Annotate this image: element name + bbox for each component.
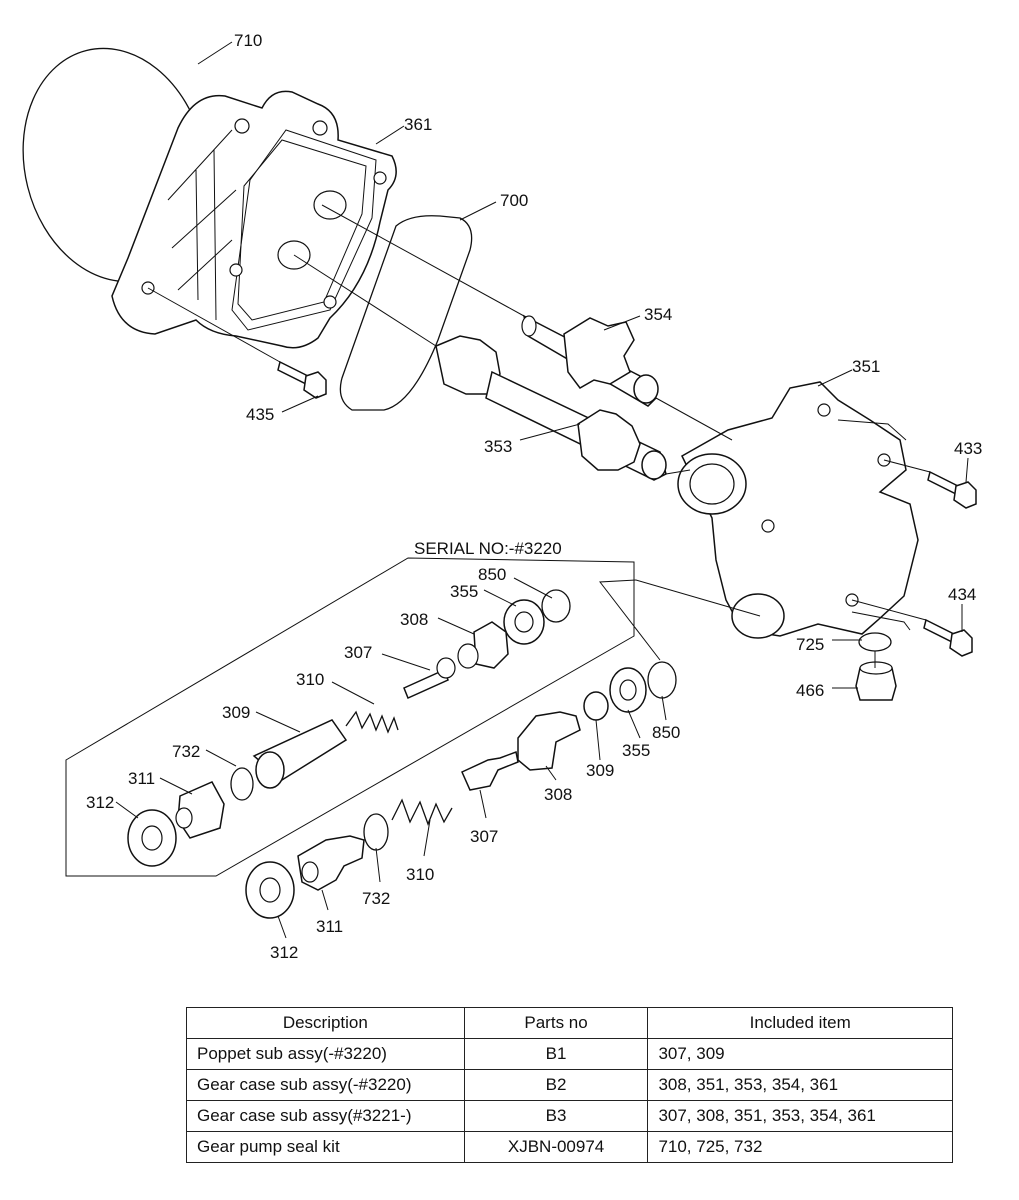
callout-leaders bbox=[115, 41, 969, 939]
part-435-bolt bbox=[277, 360, 327, 399]
callout-310-upper: 310 bbox=[296, 670, 324, 689]
callout-311-upper: 311 bbox=[128, 769, 155, 788]
poppet-group-upper bbox=[127, 589, 571, 867]
serial-label: SERIAL NO:-#3220 bbox=[414, 539, 562, 558]
callout-310-lower: 310 bbox=[406, 865, 434, 884]
callout-311-lower: 311 bbox=[316, 917, 343, 936]
cell-description: Poppet sub assy(-#3220) bbox=[186, 1038, 465, 1070]
callout-700: 700 bbox=[500, 191, 528, 210]
part-354-gear-shaft bbox=[521, 314, 659, 407]
center-lines bbox=[147, 204, 931, 668]
part-700-seal bbox=[339, 215, 473, 411]
cell-parts-no: XJBN-00974 bbox=[463, 1131, 649, 1163]
callout-308-lower: 308 bbox=[544, 785, 572, 804]
header-included-item: Included item bbox=[647, 1007, 953, 1039]
cell-included: 308, 351, 353, 354, 361 bbox=[647, 1069, 953, 1101]
callout-732-upper: 732 bbox=[172, 742, 200, 761]
header-parts-no: Parts no bbox=[463, 1007, 649, 1039]
table-row: Gear pump seal kit XJBN-00974 710, 725, … bbox=[186, 1131, 953, 1163]
cell-parts-no: B3 bbox=[463, 1100, 649, 1132]
callout-433: 433 bbox=[954, 439, 982, 458]
exploded-parts-diagram: 710 361 700 354 351 435 353 433 434 725 … bbox=[22, 31, 982, 962]
callout-725: 725 bbox=[796, 635, 824, 654]
callout-351: 351 bbox=[852, 357, 880, 376]
callout-355-lower: 355 bbox=[622, 741, 650, 760]
part-351-gear-case bbox=[677, 381, 919, 639]
cell-parts-no: B2 bbox=[463, 1069, 649, 1101]
cell-included: 307, 309 bbox=[647, 1038, 953, 1070]
callout-732-lower: 732 bbox=[362, 889, 390, 908]
cell-description: Gear case sub assy(-#3220) bbox=[186, 1069, 465, 1101]
callout-312-lower: 312 bbox=[270, 943, 298, 962]
part-466-plug bbox=[855, 661, 897, 701]
header-description: Description bbox=[186, 1007, 465, 1039]
callout-308-upper: 308 bbox=[400, 610, 428, 629]
cell-description: Gear case sub assy(#3221-) bbox=[186, 1100, 465, 1132]
table-row: Gear case sub assy(-#3220) B2 308, 351, … bbox=[186, 1069, 953, 1101]
table-header-row: Description Parts no Included item bbox=[186, 1007, 953, 1039]
poppet-group-lower bbox=[245, 661, 677, 919]
cell-description: Gear pump seal kit bbox=[186, 1131, 465, 1163]
callout-361: 361 bbox=[404, 115, 432, 134]
callout-307-upper: 307 bbox=[344, 643, 372, 662]
callout-466: 466 bbox=[796, 681, 824, 700]
cell-parts-no: B1 bbox=[463, 1038, 649, 1070]
callout-850-upper: 850 bbox=[478, 565, 506, 584]
part-434-bolt bbox=[923, 618, 973, 657]
callout-354: 354 bbox=[644, 305, 672, 324]
callout-307-lower: 307 bbox=[470, 827, 498, 846]
serial-bounding-box bbox=[65, 557, 635, 877]
callout-312-upper: 312 bbox=[86, 793, 114, 812]
callout-353: 353 bbox=[484, 437, 512, 456]
callout-355-upper: 355 bbox=[450, 582, 478, 601]
callout-710: 710 bbox=[234, 31, 262, 50]
callout-435: 435 bbox=[246, 405, 274, 424]
callout-434: 434 bbox=[948, 585, 976, 604]
parts-table: Description Parts no Included item Poppe… bbox=[186, 1007, 953, 1163]
part-353-gear-shaft bbox=[435, 335, 667, 481]
table-row: Gear case sub assy(#3221-) B3 307, 308, … bbox=[186, 1100, 953, 1132]
table-row: Poppet sub assy(-#3220) B1 307, 309 bbox=[186, 1038, 953, 1070]
callout-850-lower: 850 bbox=[652, 723, 680, 742]
callout-309-lower: 309 bbox=[586, 761, 614, 780]
part-361-housing bbox=[111, 90, 397, 349]
callout-309-upper: 309 bbox=[222, 703, 250, 722]
part-433-bolt bbox=[927, 470, 977, 509]
cell-included: 710, 725, 732 bbox=[647, 1131, 953, 1163]
part-725-oring bbox=[858, 632, 892, 652]
cell-included: 307, 308, 351, 353, 354, 361 bbox=[647, 1100, 953, 1132]
